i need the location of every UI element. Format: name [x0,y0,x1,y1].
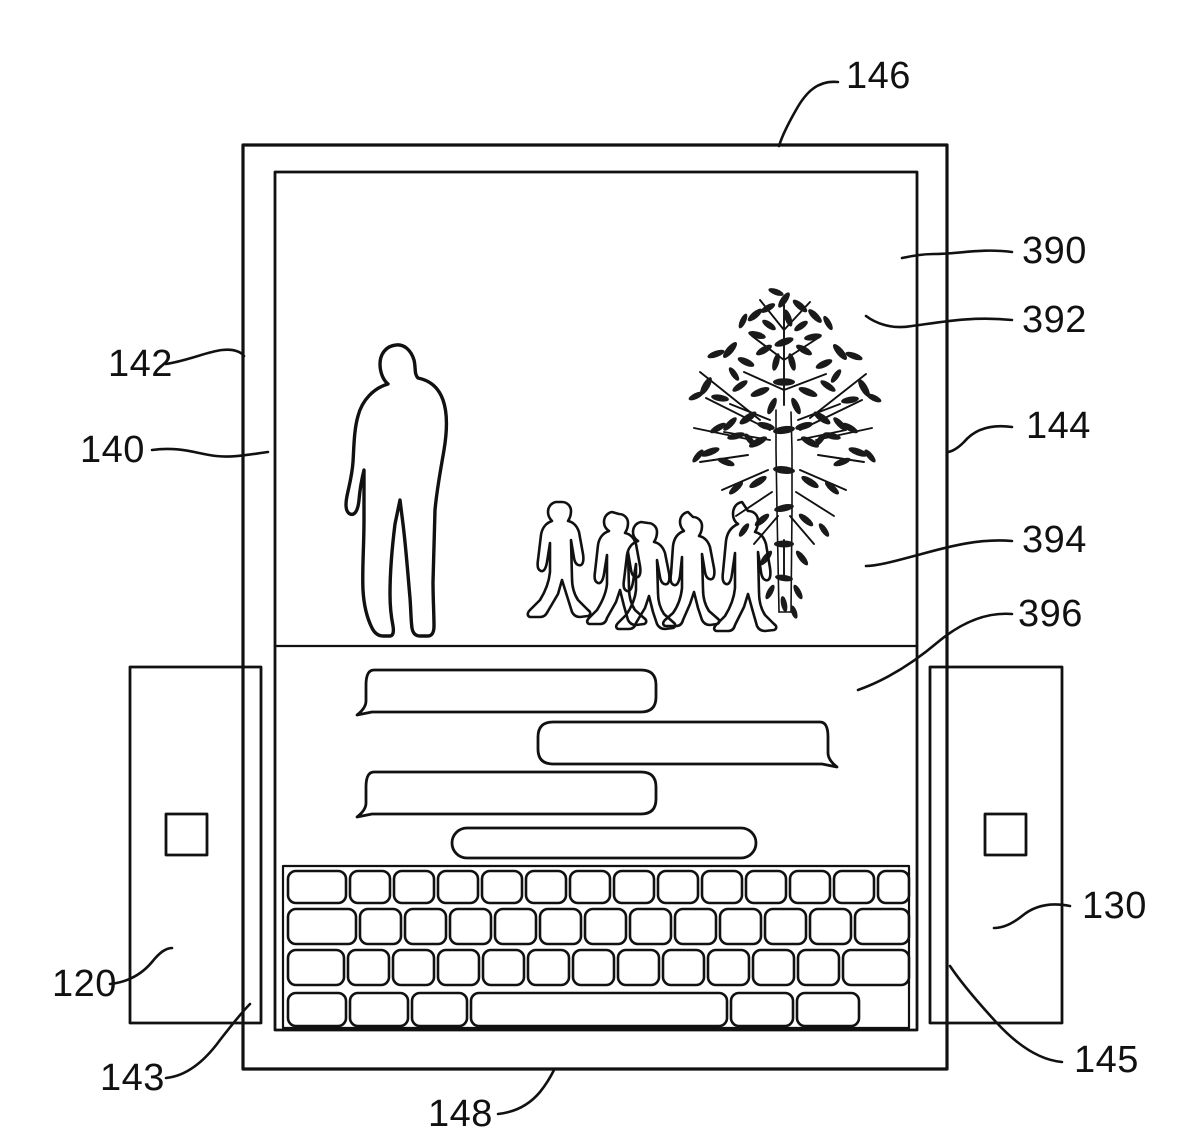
ref-num-144: 144 [1026,405,1091,447]
key [796,948,841,987]
keyboard-tray [281,864,911,1030]
key [751,948,796,987]
key [616,948,661,987]
key [480,869,524,905]
key [391,948,436,987]
key [538,907,583,946]
key [526,948,571,987]
message-bubbles-group [355,668,839,860]
key [392,869,436,905]
key [481,948,526,987]
ref-num-145: 145 [1074,1039,1139,1081]
key [628,907,673,946]
ref-num-120: 120 [52,963,117,1005]
message-bubble-incoming-1[interactable] [355,668,658,717]
message-bubble-incoming-2[interactable] [355,770,658,819]
ref-num-130: 130 [1082,885,1147,927]
tree-foliage [688,288,882,619]
key [448,907,493,946]
background-people-group [526,500,778,633]
ref-num-390: 390 [1022,230,1087,272]
left-panel-button [164,812,209,857]
key [718,907,763,946]
key [346,948,391,987]
on-screen-keyboard[interactable] [281,864,911,1030]
key [348,869,392,905]
key [612,869,656,905]
key [763,907,808,946]
key [700,869,744,905]
key [358,907,403,946]
ref-num-143: 143 [100,1057,165,1099]
key [436,948,481,987]
message-composer-field[interactable] [450,826,758,860]
key [524,869,568,905]
key [436,869,480,905]
key [729,991,795,1028]
key [348,991,410,1028]
key [568,869,612,905]
walking-person-4 [661,510,721,628]
key [808,907,853,946]
key [403,907,448,946]
key [286,869,348,905]
key [583,907,628,946]
tree-silhouette [688,288,882,619]
inner-screen-frame [273,170,919,1032]
ref-num-396: 396 [1018,593,1083,635]
leader-lines [108,80,1072,1116]
ref-num-394: 394 [1022,519,1087,561]
key [832,869,876,905]
key-space [469,991,729,1028]
message-bubble-outgoing-1[interactable] [536,720,839,769]
key [286,907,358,946]
ref-num-148: 148 [428,1093,493,1135]
key [706,948,751,987]
key [788,869,832,905]
key [410,991,469,1028]
keyboard-row-4[interactable] [286,991,861,1028]
key [286,948,346,987]
key [795,991,861,1028]
key [571,948,616,987]
key [744,869,788,905]
keyboard-row-2[interactable] [286,907,911,946]
walking-person-3 [614,520,677,631]
ref-num-140: 140 [80,429,145,471]
keyboard-row-3[interactable] [286,948,911,987]
device-outer-housing [241,143,949,1071]
key [673,907,718,946]
right-panel-button [983,812,1028,857]
ref-num-392: 392 [1022,299,1087,341]
ref-num-142: 142 [108,343,173,385]
walking-person-1 [526,500,592,619]
key [661,948,706,987]
right-side-panel[interactable] [928,665,1064,1025]
key [853,907,911,946]
key [841,948,911,987]
key [286,991,348,1028]
reference-numerals: 146 390 392 144 394 396 130 145 142 140 … [52,55,1147,1135]
key [876,869,911,905]
large-person-silhouette [344,343,449,638]
ref-num-146: 146 [846,55,911,97]
walking-person-5 [712,500,778,633]
keyboard-row-1[interactable] [286,869,911,905]
key [493,907,538,946]
left-side-panel[interactable] [128,665,263,1025]
key [656,869,700,905]
walking-person-2 [585,510,648,627]
